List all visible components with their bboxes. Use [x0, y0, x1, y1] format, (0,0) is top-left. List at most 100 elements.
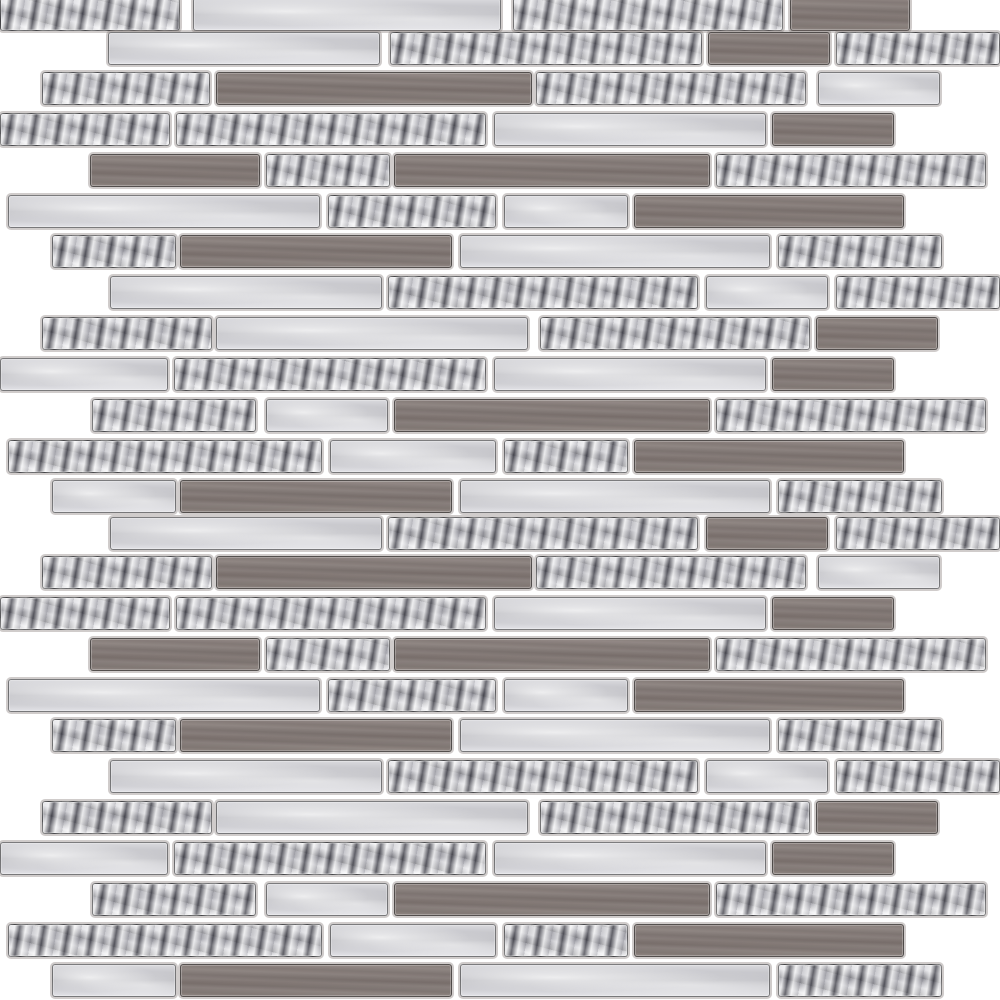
- pearl-glass-tile: [330, 440, 496, 473]
- stone-tile: [216, 556, 532, 589]
- pearl-glass-tile: [494, 358, 766, 391]
- stone-tile: [216, 72, 532, 105]
- silver-glass-tile: [174, 842, 486, 875]
- silver-glass-tile: [266, 154, 390, 187]
- pearl-glass-tile: [494, 597, 766, 630]
- stone-tile: [772, 842, 894, 875]
- silver-glass-tile: [42, 556, 212, 589]
- stone-tile: [816, 801, 938, 834]
- stone-tile: [790, 0, 910, 31]
- stone-tile: [706, 517, 828, 550]
- stone-tile: [772, 597, 894, 630]
- silver-glass-tile: [92, 883, 256, 916]
- silver-glass-tile: [388, 760, 698, 793]
- pearl-glass-tile: [216, 801, 528, 834]
- stone-tile: [634, 679, 904, 712]
- silver-glass-tile: [513, 0, 783, 31]
- pearl-glass-tile: [52, 480, 176, 513]
- silver-glass-tile: [836, 517, 1000, 550]
- pearl-glass-tile: [0, 358, 168, 391]
- pearl-glass-tile: [110, 760, 382, 793]
- silver-glass-tile: [176, 113, 486, 146]
- silver-glass-tile: [8, 924, 322, 957]
- pearl-glass-tile: [460, 480, 770, 513]
- pearl-glass-tile: [110, 276, 382, 309]
- pearl-glass-tile: [330, 924, 496, 957]
- silver-glass-tile: [174, 358, 486, 391]
- stone-tile: [772, 113, 894, 146]
- silver-glass-tile: [536, 556, 806, 589]
- stone-tile: [180, 964, 452, 997]
- silver-glass-tile: [716, 883, 986, 916]
- pearl-glass-tile: [0, 842, 168, 875]
- pearl-glass-tile: [706, 276, 828, 309]
- silver-glass-tile: [328, 679, 496, 712]
- stone-tile: [634, 440, 904, 473]
- silver-glass-tile: [716, 154, 986, 187]
- silver-glass-tile: [536, 72, 806, 105]
- pearl-glass-tile: [504, 195, 628, 228]
- silver-glass-tile: [540, 317, 810, 350]
- stone-tile: [90, 154, 260, 187]
- pearl-glass-tile: [216, 317, 528, 350]
- silver-glass-tile: [8, 440, 322, 473]
- silver-glass-tile: [42, 72, 210, 105]
- silver-glass-tile: [778, 235, 942, 268]
- silver-glass-tile: [836, 276, 1000, 309]
- silver-glass-tile: [540, 801, 810, 834]
- silver-glass-tile: [778, 719, 942, 752]
- silver-glass-tile: [52, 235, 176, 268]
- stone-tile: [634, 195, 904, 228]
- silver-glass-tile: [836, 760, 1000, 793]
- silver-glass-tile: [390, 32, 702, 65]
- stone-tile: [708, 32, 830, 65]
- pearl-glass-tile: [266, 399, 388, 432]
- silver-glass-tile: [0, 597, 170, 630]
- silver-glass-tile: [52, 719, 176, 752]
- stone-tile: [394, 638, 710, 671]
- silver-glass-tile: [42, 801, 212, 834]
- pearl-glass-tile: [193, 0, 501, 31]
- silver-glass-tile: [388, 517, 698, 550]
- silver-glass-tile: [778, 964, 942, 997]
- pearl-glass-tile: [8, 195, 320, 228]
- pearl-glass-tile: [504, 679, 628, 712]
- pearl-glass-tile: [818, 556, 940, 589]
- pearl-glass-tile: [818, 72, 940, 105]
- pearl-glass-tile: [108, 32, 380, 65]
- stone-tile: [180, 480, 452, 513]
- pearl-glass-tile: [706, 760, 828, 793]
- silver-glass-tile: [176, 597, 486, 630]
- stone-tile: [394, 154, 710, 187]
- stone-tile: [90, 638, 260, 671]
- pearl-glass-tile: [460, 964, 770, 997]
- stone-tile: [180, 235, 452, 268]
- silver-glass-tile: [0, 113, 170, 146]
- silver-glass-tile: [0, 0, 180, 31]
- stone-tile: [816, 317, 938, 350]
- stone-tile: [394, 399, 710, 432]
- silver-glass-tile: [504, 440, 628, 473]
- stone-tile: [772, 358, 894, 391]
- silver-glass-tile: [504, 924, 628, 957]
- silver-glass-tile: [42, 317, 212, 350]
- stone-tile: [634, 924, 904, 957]
- silver-glass-tile: [836, 32, 1000, 65]
- pearl-glass-tile: [460, 719, 770, 752]
- pearl-glass-tile: [494, 113, 766, 146]
- silver-glass-tile: [778, 480, 942, 513]
- pearl-glass-tile: [460, 235, 770, 268]
- silver-glass-tile: [328, 195, 496, 228]
- pearl-glass-tile: [494, 842, 766, 875]
- pearl-glass-tile: [8, 679, 320, 712]
- stone-tile: [180, 719, 452, 752]
- pearl-glass-tile: [266, 883, 388, 916]
- silver-glass-tile: [716, 399, 986, 432]
- pearl-glass-tile: [110, 517, 382, 550]
- stone-tile: [394, 883, 710, 916]
- silver-glass-tile: [716, 638, 986, 671]
- silver-glass-tile: [266, 638, 390, 671]
- pearl-glass-tile: [52, 964, 176, 997]
- silver-glass-tile: [92, 399, 256, 432]
